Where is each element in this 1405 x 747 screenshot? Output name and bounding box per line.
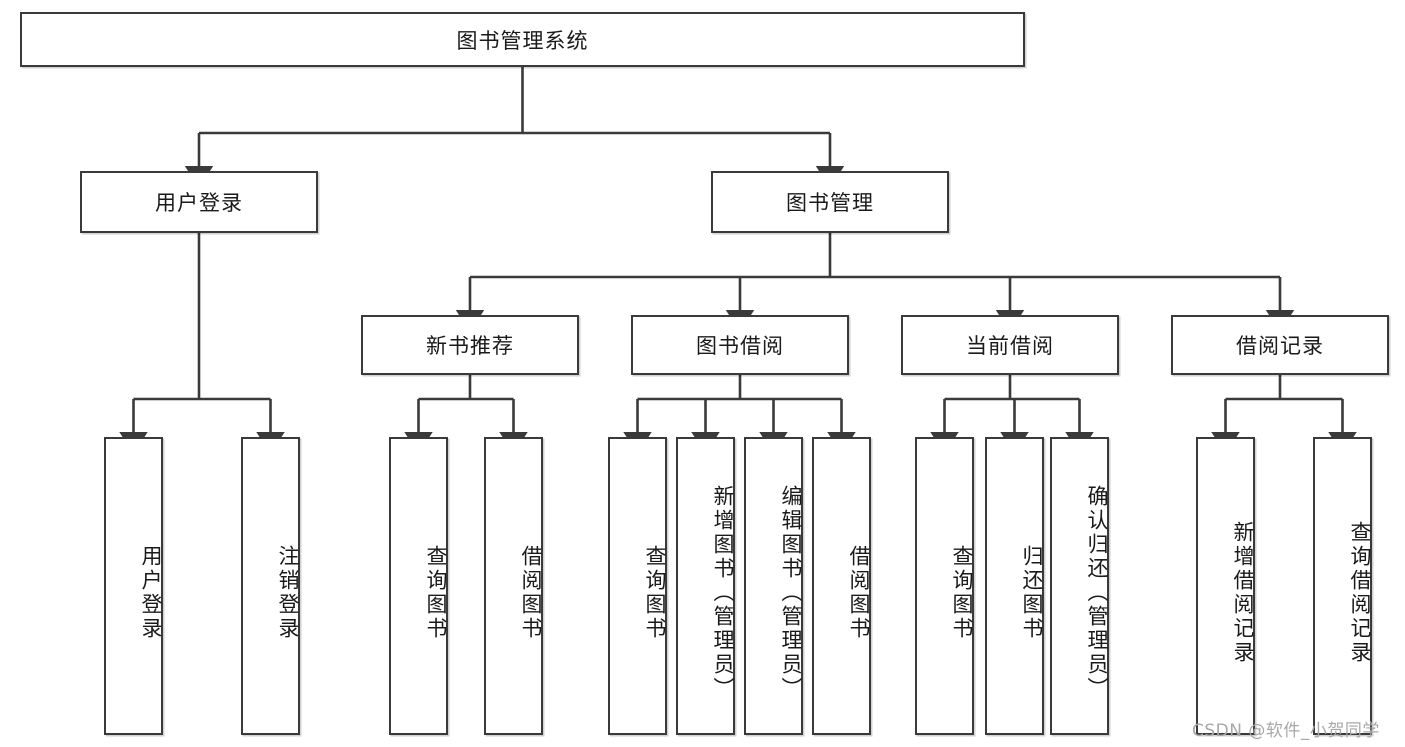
node-label: 编辑图书（管理员）: [779, 485, 803, 701]
node-label: 新书推荐: [426, 334, 514, 358]
node-leaf-confirm-return[interactable]: 确认归还（管理员）: [1050, 437, 1109, 735]
node-borrow-record[interactable]: 借阅记录: [1171, 315, 1389, 375]
node-leaf-query-book-borrow[interactable]: 查询图书: [608, 437, 667, 735]
node-label: 归还图书: [1020, 545, 1044, 641]
node-current-borrow[interactable]: 当前借阅: [901, 315, 1119, 375]
node-label: 借阅图书: [847, 545, 871, 641]
node-label: 查询借阅记录: [1348, 521, 1372, 665]
node-leaf-query-borrow-record[interactable]: 查询借阅记录: [1313, 437, 1372, 735]
node-new-book-recommend[interactable]: 新书推荐: [361, 315, 579, 375]
node-leaf-borrow-book[interactable]: 借阅图书: [812, 437, 871, 735]
node-leaf-add-book[interactable]: 新增图书（管理员）: [676, 437, 735, 735]
node-label: 图书借阅: [696, 334, 784, 358]
node-root[interactable]: 图书管理系统: [20, 12, 1025, 67]
csdn-watermark: CSDN @软件_小贺同学: [1192, 721, 1380, 741]
node-label: 图书管理系统: [456, 28, 589, 53]
node-book-management[interactable]: 图书管理: [711, 171, 949, 233]
node-label: 用户登录: [139, 545, 163, 641]
node-label: 注销登录: [276, 545, 300, 641]
node-leaf-return-book[interactable]: 归还图书: [985, 437, 1044, 735]
node-label: 当前借阅: [966, 334, 1054, 358]
node-leaf-edit-book[interactable]: 编辑图书（管理员）: [744, 437, 803, 735]
node-label: 新增图书（管理员）: [711, 485, 735, 701]
node-leaf-add-borrow-record[interactable]: 新增借阅记录: [1196, 437, 1255, 735]
node-label: 用户登录: [155, 191, 243, 215]
node-user-login[interactable]: 用户登录: [80, 171, 318, 233]
node-leaf-user-login[interactable]: 用户登录: [104, 437, 163, 735]
node-label: 确认归还（管理员）: [1085, 485, 1109, 701]
node-leaf-query-book-current[interactable]: 查询图书: [915, 437, 974, 735]
node-label: 新增借阅记录: [1231, 521, 1255, 665]
node-label: 图书管理: [786, 191, 874, 215]
node-label: 查询图书: [950, 545, 974, 641]
node-label: 借阅记录: [1236, 334, 1324, 358]
node-label: 查询图书: [643, 545, 667, 641]
node-label: 借阅图书: [519, 545, 543, 641]
node-book-borrow[interactable]: 图书借阅: [631, 315, 849, 375]
node-label: 查询图书: [424, 545, 448, 641]
node-leaf-borrow-book-recommend[interactable]: 借阅图书: [484, 437, 543, 735]
node-leaf-logout[interactable]: 注销登录: [241, 437, 300, 735]
node-leaf-query-book-recommend[interactable]: 查询图书: [389, 437, 448, 735]
